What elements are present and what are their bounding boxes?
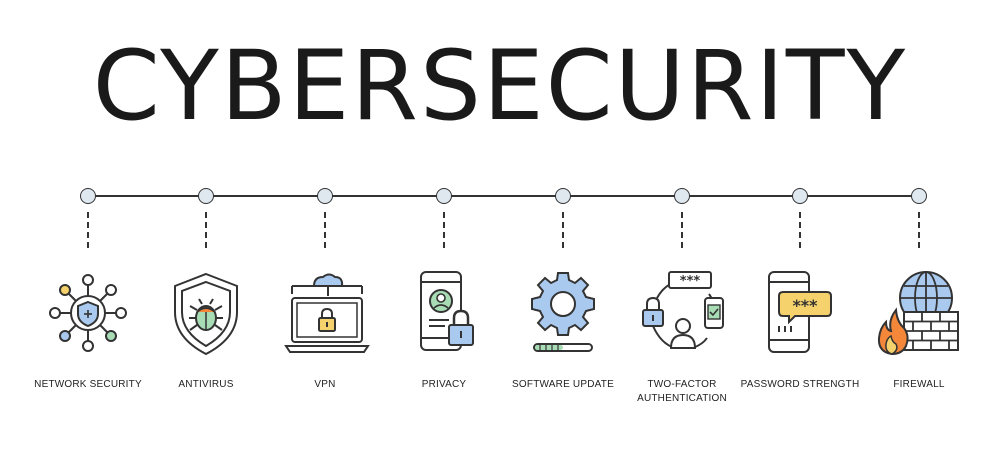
phone-profile-lock-icon — [399, 268, 489, 358]
connector-dash — [799, 212, 801, 248]
timeline-node — [792, 188, 808, 204]
label-software-update: SOFTWARE UPDATE — [512, 379, 614, 390]
timeline-node — [317, 188, 333, 204]
label-firewall: FIREWALL — [893, 379, 945, 390]
two-factor-icon: *** — [637, 268, 727, 358]
globe-wall-fire-icon — [874, 268, 964, 358]
timeline-line — [86, 195, 920, 197]
label-two-factor-authentication: TWO-FACTOR AUTHENTICATION — [637, 379, 727, 404]
timeline-node — [555, 188, 571, 204]
label-privacy: PRIVACY — [421, 379, 467, 390]
connector-dash — [324, 212, 326, 248]
label-vpn: VPN — [314, 379, 336, 390]
timeline-node — [80, 188, 96, 204]
connector-dash — [562, 212, 564, 248]
phone-password-icon: *** — [755, 268, 845, 358]
svg-text:***: *** — [792, 296, 818, 315]
connector-dash — [443, 212, 445, 248]
gear-progress-icon — [518, 268, 608, 358]
timeline-node — [198, 188, 214, 204]
connector-dash — [87, 212, 89, 248]
shield-bug-icon — [161, 268, 251, 358]
laptop-cloud-lock-icon — [280, 268, 370, 358]
timeline-node — [911, 188, 927, 204]
svg-text:***: *** — [680, 274, 701, 289]
connector-dash — [681, 212, 683, 248]
label-network-security: NETWORK SECURITY — [34, 379, 142, 390]
network-shield-icon — [43, 268, 133, 358]
label-antivirus: ANTIVIRUS — [178, 379, 234, 390]
page-title: CYBERSECURITY — [92, 30, 908, 142]
timeline-node — [674, 188, 690, 204]
connector-dash — [918, 212, 920, 248]
connector-dash — [205, 212, 207, 248]
label-password-strength: PASSWORD STRENGTH — [740, 379, 860, 390]
timeline-node — [436, 188, 452, 204]
